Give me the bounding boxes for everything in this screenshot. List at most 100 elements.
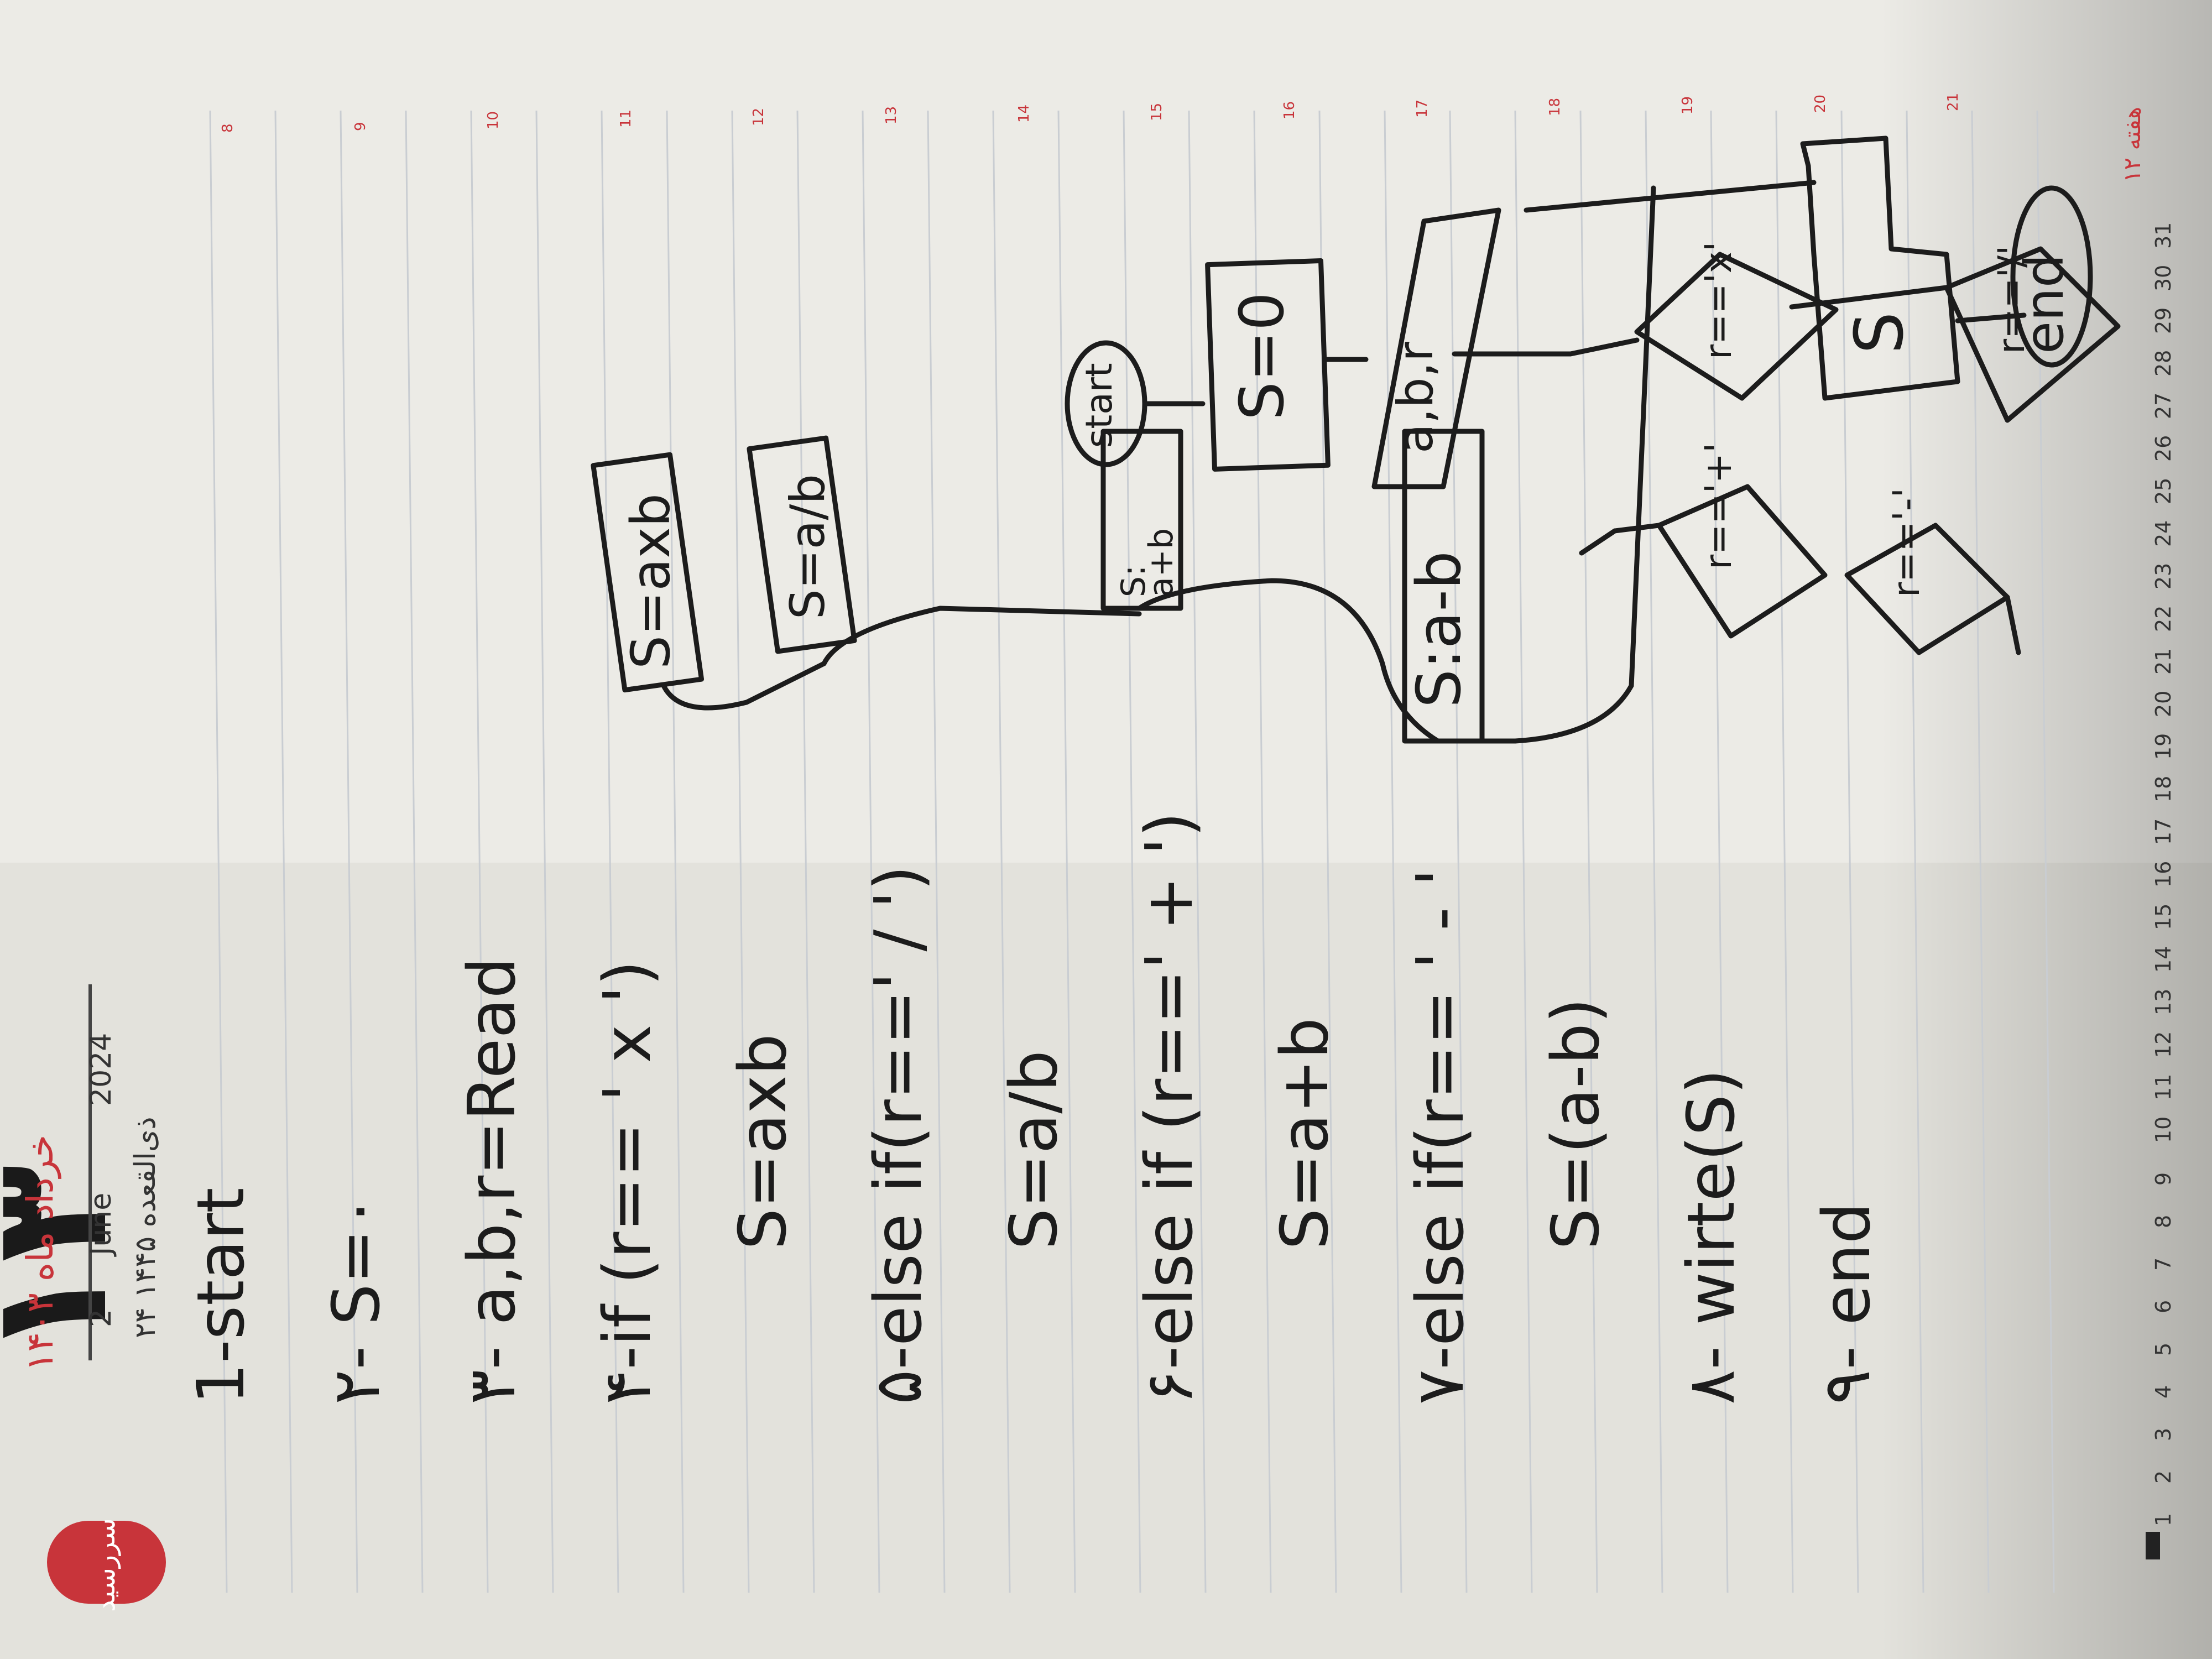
ruled-line <box>1775 110 1794 1593</box>
big-day-number: ۱۳ <box>0 1165 143 1360</box>
day-number: 28 <box>2151 350 2176 377</box>
decision-subtract-label: r=='-' <box>1885 488 1928 597</box>
algorithm-line: ۳- a,b,r=Read <box>453 957 530 1405</box>
hour-number: 20 <box>1812 95 1829 113</box>
day-number: 18 <box>2151 776 2176 802</box>
day-number: 26 <box>2151 435 2176 462</box>
decision-add <box>1656 484 1828 639</box>
algorithm-line: S=a+b <box>1266 1018 1343 1250</box>
merge-line <box>1512 185 1656 744</box>
process-divide-label: S=a/b <box>780 474 836 619</box>
hour-number: 16 <box>1281 101 1298 119</box>
ruled-line <box>1645 110 1663 1593</box>
end-terminal <box>2010 185 2093 368</box>
gregorian-day: 2 <box>85 1309 118 1327</box>
decision-multiply-label: r=='x' <box>1697 242 1740 359</box>
day-number: 12 <box>2151 1031 2176 1058</box>
day-number: 3 <box>2151 1428 2176 1441</box>
merge-line <box>1524 180 1817 213</box>
process-add-label-2: a+b <box>1142 528 1181 597</box>
read-label: a,b,r <box>1387 341 1444 453</box>
ruled-line <box>1579 110 1598 1593</box>
day-number: 27 <box>2151 393 2176 419</box>
footer-day-strip: 1234567891011121314151617181920212223242… <box>2119 107 2176 1559</box>
day-number: 5 <box>2151 1343 2176 1356</box>
algorithm-line: ۸- wirte(S) <box>1673 1069 1749 1405</box>
ruled-line <box>666 110 685 1593</box>
day-number: 19 <box>2151 733 2176 760</box>
output-label: S <box>1841 312 1918 354</box>
process-divide <box>747 435 857 654</box>
hour-number: 14 <box>1016 105 1032 123</box>
ruled-line <box>1057 110 1076 1593</box>
week-marker <box>2146 1532 2160 1559</box>
merge-line <box>661 661 827 711</box>
day-number: 15 <box>2151 904 2176 930</box>
ruled-line <box>796 110 815 1593</box>
algorithm-line: ۷-else if(r== ' - ' <box>1402 868 1478 1405</box>
algorithm-line: S=a/b <box>995 1050 1072 1250</box>
ruled-line <box>1384 110 1402 1593</box>
hour-number: 15 <box>1149 103 1165 121</box>
ruled-line <box>1123 110 1141 1593</box>
ruled-line <box>992 110 1011 1593</box>
ruled-line <box>340 110 358 1593</box>
ruled-line <box>1253 110 1272 1593</box>
hour-number: 12 <box>750 108 767 126</box>
day-number: 25 <box>2151 478 2176 504</box>
ruled-line <box>535 110 554 1593</box>
brand-logo-text: سررسید <box>90 1518 121 1612</box>
day-number: 20 <box>2151 691 2176 717</box>
gregorian-year: 2024 <box>85 1033 118 1106</box>
ruled-line <box>470 110 489 1593</box>
init-label: S=0 <box>1227 292 1297 420</box>
init-process <box>1205 258 1331 472</box>
day-number: 8 <box>2151 1215 2176 1228</box>
hour-number: 11 <box>618 109 634 128</box>
decision-add-label: r=='+' <box>1697 443 1740 570</box>
day-number: 21 <box>2151 648 2176 675</box>
week-label: هفته ۱۲ <box>2119 107 2146 182</box>
hour-number: 13 <box>883 106 900 124</box>
hijri-date: ۲۴ ذی‌القعده ۱۴۴۵ <box>129 1117 162 1338</box>
algorithm-line: ۲- S=۰ <box>318 1194 394 1405</box>
algorithm-line: S=(a-b) <box>1537 998 1614 1250</box>
day-number: 22 <box>2151 606 2176 632</box>
day-number: 4 <box>2151 1385 2176 1399</box>
persian-month-year: خرداد ماه ۱۴۰۳ <box>19 1135 61 1371</box>
day-number: 17 <box>2151 818 2176 845</box>
connector <box>1789 285 1949 310</box>
day-number: 16 <box>2151 861 2176 888</box>
day-number: 11 <box>2151 1074 2176 1100</box>
ruled-line <box>2036 110 2055 1593</box>
ruled-line <box>1514 110 1533 1593</box>
day-numbers: 1234567891011121314151617181920212223242… <box>2151 222 2176 1526</box>
algorithm-line: ۶-else if (r==' + ') <box>1131 812 1207 1405</box>
header-divider <box>88 984 92 1360</box>
hour-number: 18 <box>1547 98 1563 116</box>
page-header: سررسید ۱۳ خرداد ماه ۱۴۰۳ 2 June 2024 ۲۴ … <box>0 984 166 1612</box>
connector <box>1955 312 2027 324</box>
hour-number: 10 <box>485 111 502 129</box>
algorithm-line: 1-start <box>182 1188 259 1405</box>
merge-line <box>821 606 1142 666</box>
day-number: 30 <box>2151 265 2176 291</box>
process-multiply-label: S=axb <box>620 493 682 669</box>
flowchart: start S=0 a,b,r r=='x' r=='/' r=='+' r==… <box>591 135 2121 744</box>
process-subtract-label: S:a-b <box>1404 551 1474 708</box>
day-number: 9 <box>2151 1172 2176 1186</box>
ruled-line <box>274 110 293 1593</box>
day-number: 13 <box>2151 989 2176 1015</box>
brand-logo <box>47 1521 166 1604</box>
connector <box>2005 594 2021 655</box>
decision-multiply <box>1634 252 1839 401</box>
day-number: 7 <box>2151 1258 2176 1271</box>
merge-line <box>1136 578 1518 744</box>
day-number: 24 <box>2151 520 2176 547</box>
day-number: 29 <box>2151 307 2176 334</box>
day-number: 31 <box>2151 222 2176 249</box>
ruled-line <box>209 110 228 1593</box>
